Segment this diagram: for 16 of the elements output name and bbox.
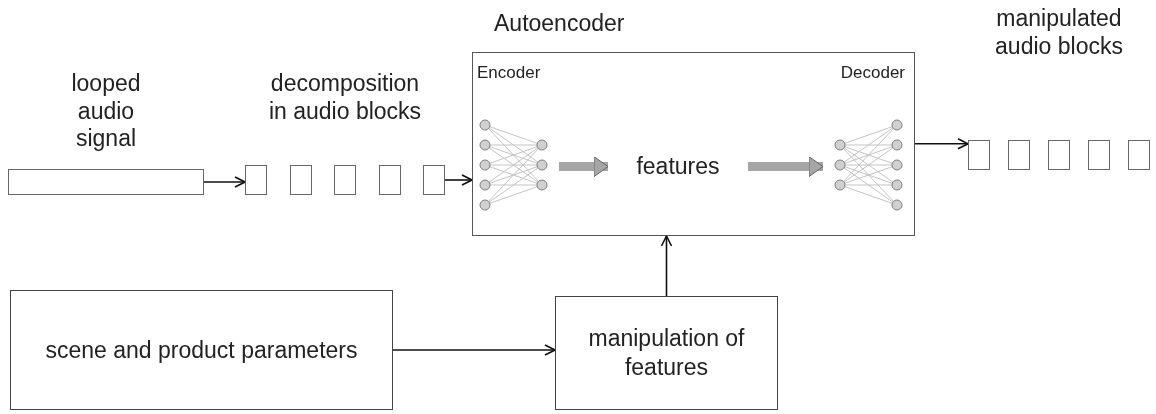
heading-text: Autoencoder [494,10,625,38]
arrow [392,344,556,356]
section-label: Decoder [840,62,905,83]
arrow [914,138,969,150]
arrow [444,174,473,186]
block-arrow [748,156,824,178]
arrow [660,235,673,297]
block-arrow [559,156,609,178]
section-label: Encoder [477,62,541,83]
box-text: scene and product parameters [45,335,358,365]
heading-text: manipulated audio blocks [994,5,1124,61]
heading-text: decomposition in audio blocks [267,70,423,126]
box-text: manipulation of features [587,324,746,382]
heading-text: looped audio signal [70,70,142,153]
feature-label: features [636,152,720,181]
arrow [203,176,246,188]
